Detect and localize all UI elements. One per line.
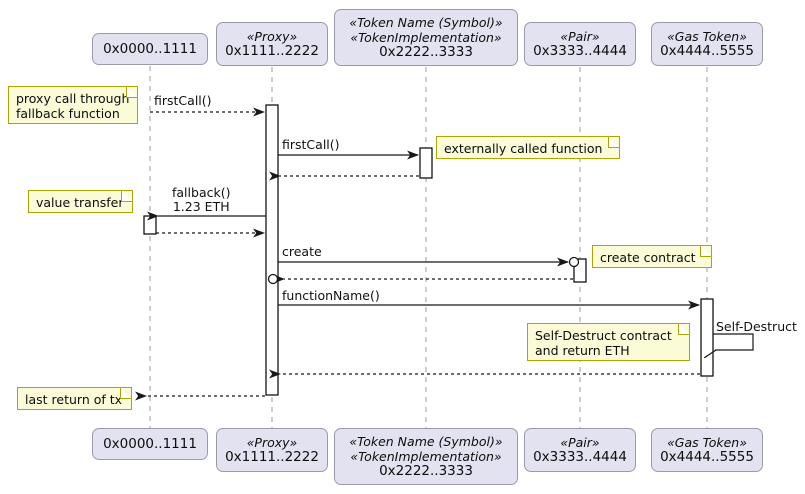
- participant-footer-gastoken[interactable]: «Gas Token» 0x4444..5555: [651, 428, 763, 472]
- participant-stereotype: «Proxy»: [246, 435, 298, 450]
- message-label-fallback: fallback() 1.23 ETH: [172, 185, 231, 214]
- note-value-transfer: value transfer: [28, 190, 133, 213]
- participant-header-token[interactable]: «Token Name (Symbol)» «TokenImplementati…: [334, 9, 518, 66]
- participant-stereotype: «Proxy»: [246, 29, 298, 44]
- participant-header-pair[interactable]: «Pair» 0x3333..4444: [524, 22, 636, 66]
- participant-address: 0x4444..5555: [660, 43, 754, 59]
- activation-user: [143, 215, 157, 235]
- participant-address: 0x2222..3333: [379, 463, 473, 479]
- note-proxy-call-through-fallback: proxy call through fallback function: [8, 86, 138, 124]
- message-label-firstcall-token: firstCall(): [282, 137, 340, 152]
- participant-footer-token[interactable]: «Token Name (Symbol)» «TokenImplementati…: [334, 428, 518, 485]
- participant-header-proxy[interactable]: «Proxy» 0x1111..2222: [216, 22, 328, 66]
- participant-address: 0x0000..1111: [103, 40, 197, 57]
- participant-stereotype: «Token Name (Symbol)»: [349, 434, 503, 449]
- participant-stereotype-secondary: «TokenImplementation»: [350, 449, 502, 464]
- participant-address: 0x3333..4444: [533, 449, 627, 465]
- participant-address: 0x1111..2222: [225, 43, 319, 59]
- participant-header-gastoken[interactable]: «Gas Token» 0x4444..5555: [651, 22, 763, 66]
- note-create-contract: create contract: [592, 245, 712, 268]
- participant-address: 0x3333..4444: [533, 43, 627, 59]
- message-label-self-destruct: Self-Destruct: [716, 319, 797, 334]
- participant-address: 0x2222..3333: [379, 44, 473, 60]
- activation-token: [419, 147, 433, 179]
- note-last-return-of-tx: last return of tx: [17, 387, 132, 410]
- activation-pair: [573, 258, 587, 283]
- participant-header-user[interactable]: 0x0000..1111: [92, 33, 208, 65]
- message-label-functionname: functionName(): [282, 288, 380, 303]
- participant-address: 0x4444..5555: [660, 449, 754, 465]
- participant-stereotype: «Pair»: [560, 435, 600, 450]
- note-externally-called-function: externally called function: [436, 136, 620, 159]
- participant-stereotype: «Token Name (Symbol)»: [349, 15, 503, 30]
- activation-gastoken: [700, 298, 714, 377]
- participant-stereotype: «Gas Token»: [667, 435, 747, 450]
- create-return-circle: [267, 273, 279, 285]
- participant-address: 0x0000..1111: [103, 435, 197, 452]
- create-endpoint-circle: [568, 256, 580, 268]
- note-self-destruct-contract: Self-Destruct contract and return ETH: [527, 323, 690, 361]
- message-label-create: create: [282, 244, 322, 259]
- activation-proxy: [265, 104, 279, 396]
- participant-footer-user[interactable]: 0x0000..1111: [92, 428, 208, 460]
- participant-stereotype-secondary: «TokenImplementation»: [350, 30, 502, 45]
- participant-stereotype: «Pair»: [560, 29, 600, 44]
- participant-stereotype: «Gas Token»: [667, 29, 747, 44]
- participant-address: 0x1111..2222: [225, 449, 319, 465]
- message-arrow-self-destruct: [713, 333, 754, 350]
- participant-footer-pair[interactable]: «Pair» 0x3333..4444: [524, 428, 636, 472]
- participant-footer-proxy[interactable]: «Proxy» 0x1111..2222: [216, 428, 328, 472]
- message-label-firstcall-entry: firstCall(): [154, 93, 212, 108]
